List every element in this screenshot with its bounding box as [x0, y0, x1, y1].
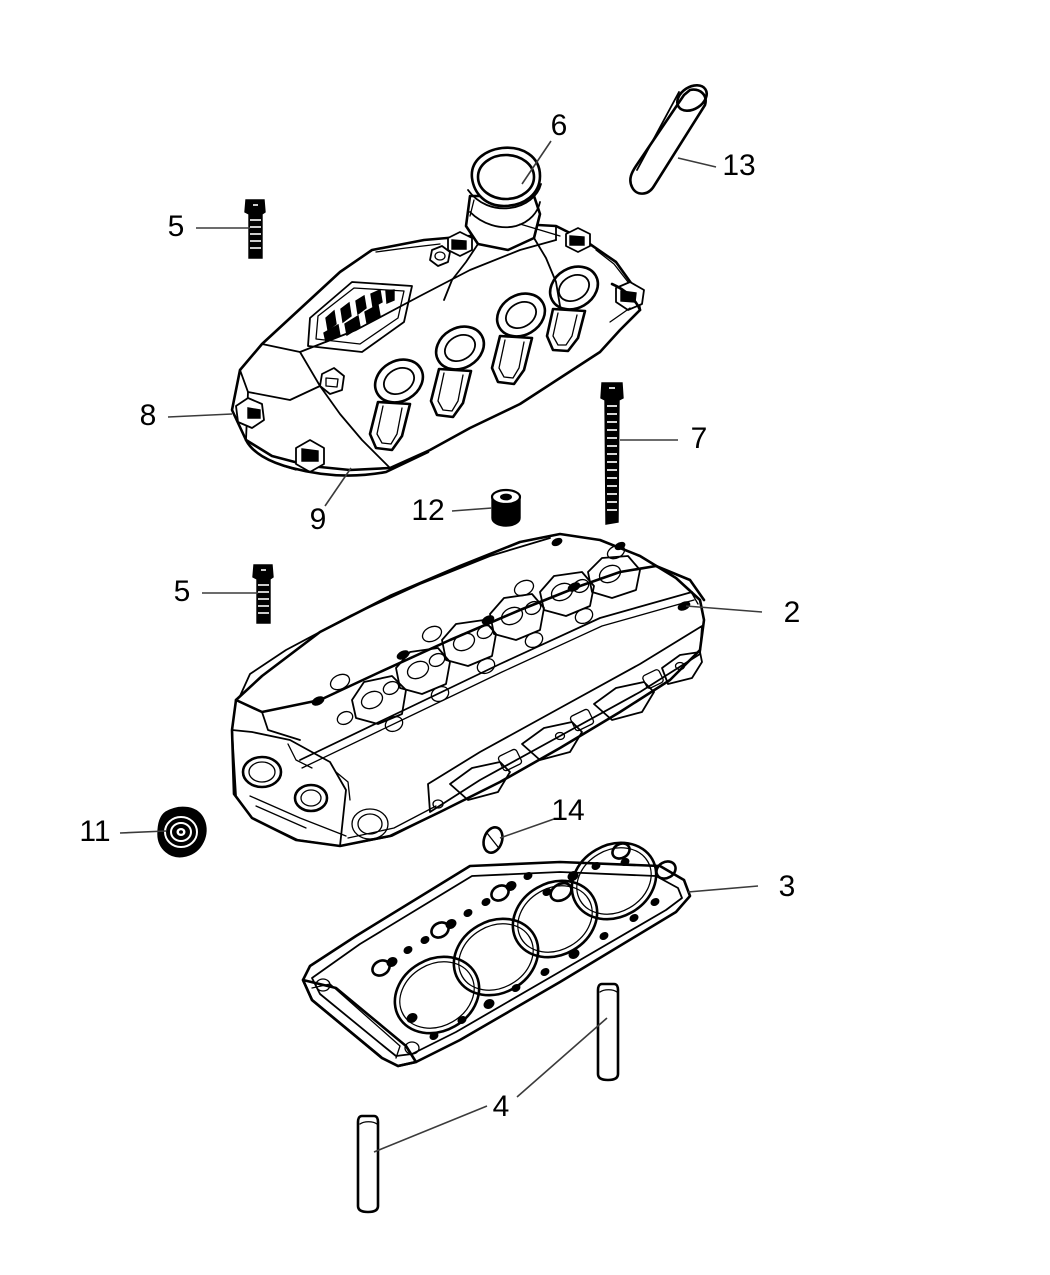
callout-label-14: 14: [551, 794, 584, 827]
callout-number-labels: 2 3 4 5 5 6 7 8 9 11 12 13 14: [79, 109, 800, 1123]
callout-label-5: 5: [174, 575, 191, 608]
leader-line-14: [499, 818, 555, 839]
leader-line-8: [167, 413, 233, 418]
callout-label-3: 3: [779, 870, 796, 903]
part-cylinder-head-2: [230, 532, 706, 848]
camshaft-bearing-towers: [299, 555, 695, 769]
callout-label-4: 4: [493, 1090, 510, 1123]
part-spacer-grommet-12: [490, 488, 522, 527]
callout-label-5: 5: [168, 210, 185, 243]
part-valve-cover-8: [230, 146, 645, 477]
leader-line-2: [685, 605, 763, 613]
callout-label-7: 7: [691, 422, 708, 455]
head-left-end-face: [231, 729, 389, 847]
port-flange-face: [427, 625, 703, 813]
spark-plug-wells: [329, 544, 626, 691]
callout-label-13: 13: [722, 149, 755, 182]
leader-line-12: [451, 507, 493, 512]
part-oil-filler-cap-6: [464, 146, 542, 252]
part-dowel-tube-13: [629, 84, 708, 195]
part-cylinder-head-bolt-7: [600, 382, 624, 525]
leader-line-4: [373, 1105, 488, 1153]
part-valve-cover-bolt-5-lower: [252, 564, 274, 624]
part-dowel-pin-4-right: [596, 982, 620, 1082]
part-dowel-pin-4-left: [356, 1114, 380, 1214]
callout-label-6: 6: [551, 109, 568, 142]
leader-line-3: [687, 885, 759, 893]
leader-line-6: [521, 140, 552, 185]
leader-line-11: [119, 830, 167, 834]
part-head-gasket-3: [301, 841, 692, 1068]
part-camshaft-plug-11: [157, 806, 207, 858]
part-valve-cover-bolt-5-upper: [244, 199, 266, 259]
camshaft-journals: [360, 564, 622, 733]
callout-label-2: 2: [784, 596, 801, 629]
leader-line-9: [324, 467, 352, 507]
callout-label-12: 12: [411, 494, 444, 527]
part-valve-cover-gasket-9: [244, 282, 642, 477]
lifter-bores: [336, 578, 590, 726]
part-o-ring-seal-14: [482, 826, 504, 854]
callout-label-9: 9: [310, 503, 327, 536]
valve-cover-badge: [307, 281, 413, 353]
head-bolt-holes: [311, 537, 691, 706]
leader-line-13: [677, 157, 717, 168]
leader-line-dowel-pin-2: [516, 1017, 608, 1098]
callout-leader-lines: [119, 140, 763, 1153]
callout-label-8: 8: [140, 399, 157, 432]
callout-label-11: 11: [79, 815, 110, 848]
spark-plug-tube-bosses: [368, 265, 600, 452]
